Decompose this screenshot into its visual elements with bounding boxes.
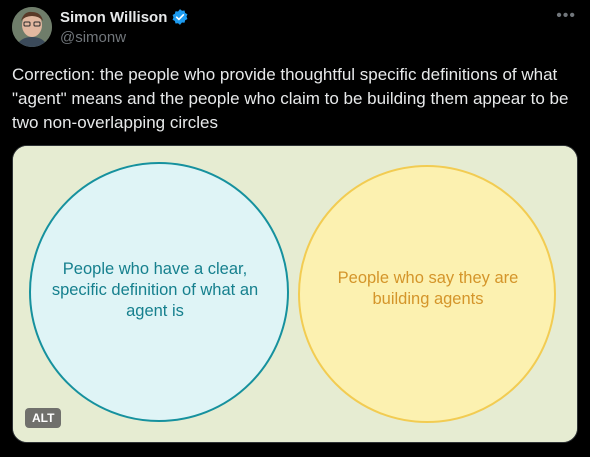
venn-diagram	[13, 146, 577, 442]
left-circle-label: People who have a clear, specific defini…	[51, 260, 259, 320]
avatar[interactable]	[12, 7, 52, 47]
left-circle	[29, 162, 289, 422]
more-icon[interactable]: •••	[556, 7, 576, 24]
alt-badge[interactable]: ALT	[25, 408, 62, 428]
right-circle-label: People who say they are building agents	[337, 269, 519, 308]
author-handle[interactable]: @simonw	[60, 29, 127, 46]
author-display-name[interactable]: Simon Willison	[60, 8, 168, 26]
tweet-text: Correction: the people who provide thoug…	[12, 65, 569, 132]
verified-badge-icon	[171, 8, 189, 26]
author-name-row: Simon Willison	[60, 8, 189, 26]
right-circle	[298, 165, 556, 423]
tweet-image[interactable]: People who have a clear, specific defini…	[12, 145, 578, 443]
